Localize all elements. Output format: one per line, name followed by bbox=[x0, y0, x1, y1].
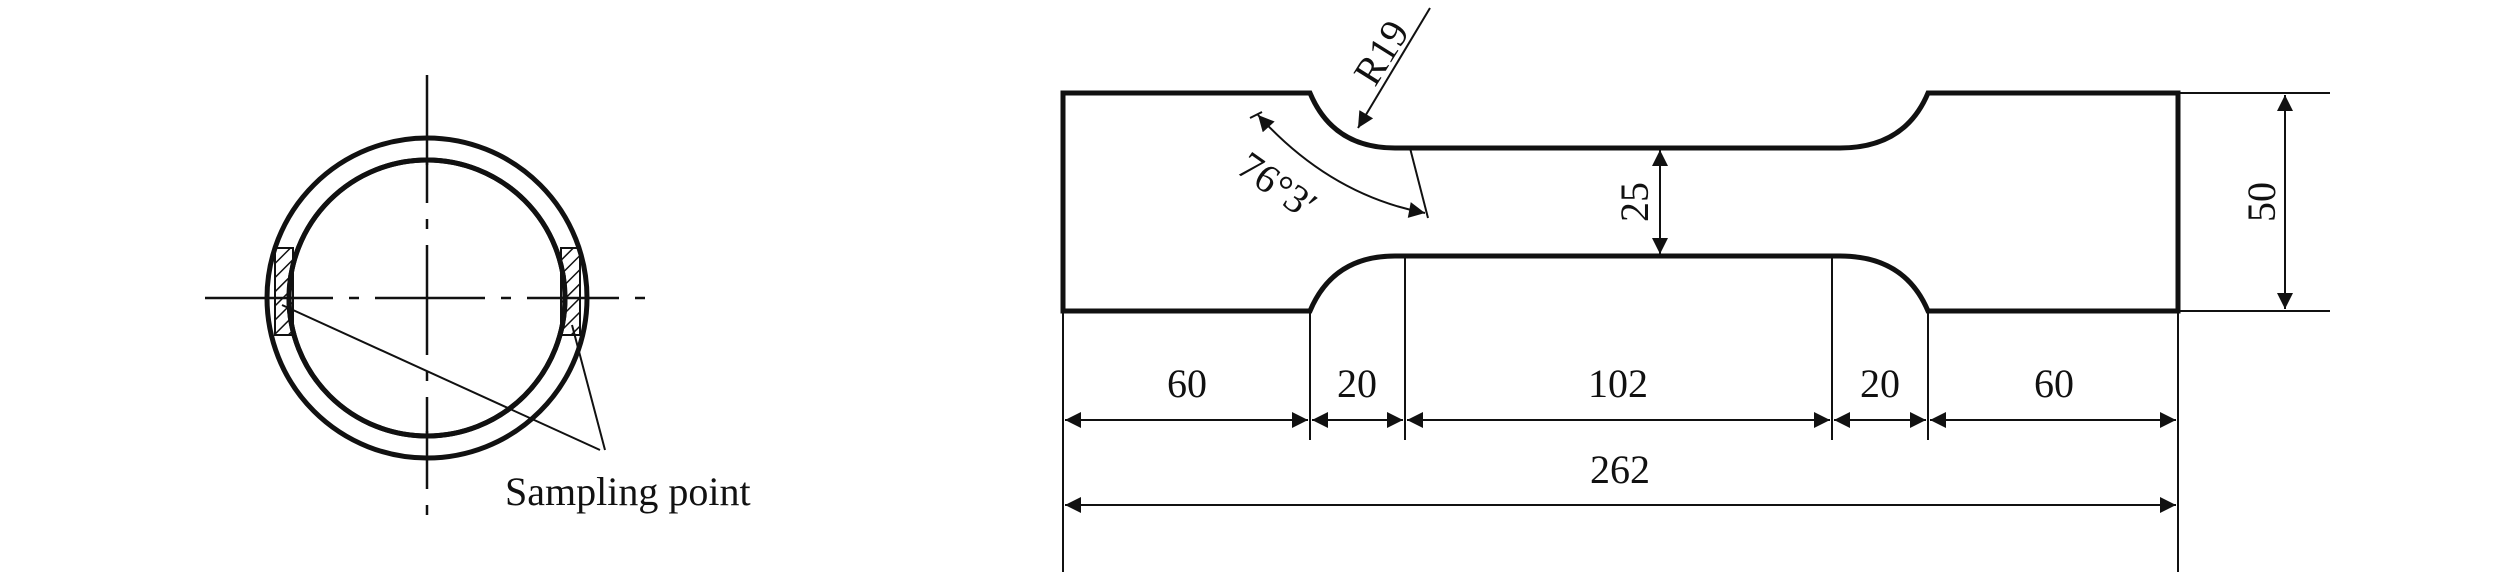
dim-fillet-left-label: 20 bbox=[1337, 361, 1377, 406]
sampling-point-label: Sampling point bbox=[505, 469, 751, 514]
radius-leader bbox=[1357, 7, 1431, 129]
angle-ref-line bbox=[1409, 147, 1429, 219]
radius-label: R19 bbox=[1344, 12, 1418, 92]
angle-label: 76°3′ bbox=[1230, 143, 1325, 228]
leader-line-right bbox=[571, 324, 606, 451]
angle-ref-line-2 bbox=[1249, 111, 1263, 119]
total-width-label: 50 bbox=[2239, 182, 2284, 222]
pipe-outer-wall bbox=[264, 135, 590, 461]
dim-total-length-label: 262 bbox=[1590, 447, 1650, 492]
dim-grip-right-label: 60 bbox=[2034, 361, 2074, 406]
dim-grip-left-label: 60 bbox=[1167, 361, 1207, 406]
tensile-specimen: R19 76°3′ 25 50 60 20 102 20 60 262 bbox=[1060, 7, 2330, 572]
pipe-cross-section: Sampling point bbox=[205, 75, 751, 520]
leader-line-left bbox=[281, 304, 601, 451]
neck-width-label: 25 bbox=[1612, 182, 1657, 222]
dim-fillet-right-label: 20 bbox=[1860, 361, 1900, 406]
angle-arc bbox=[1257, 114, 1426, 218]
dim-gauge-label: 102 bbox=[1588, 361, 1648, 406]
